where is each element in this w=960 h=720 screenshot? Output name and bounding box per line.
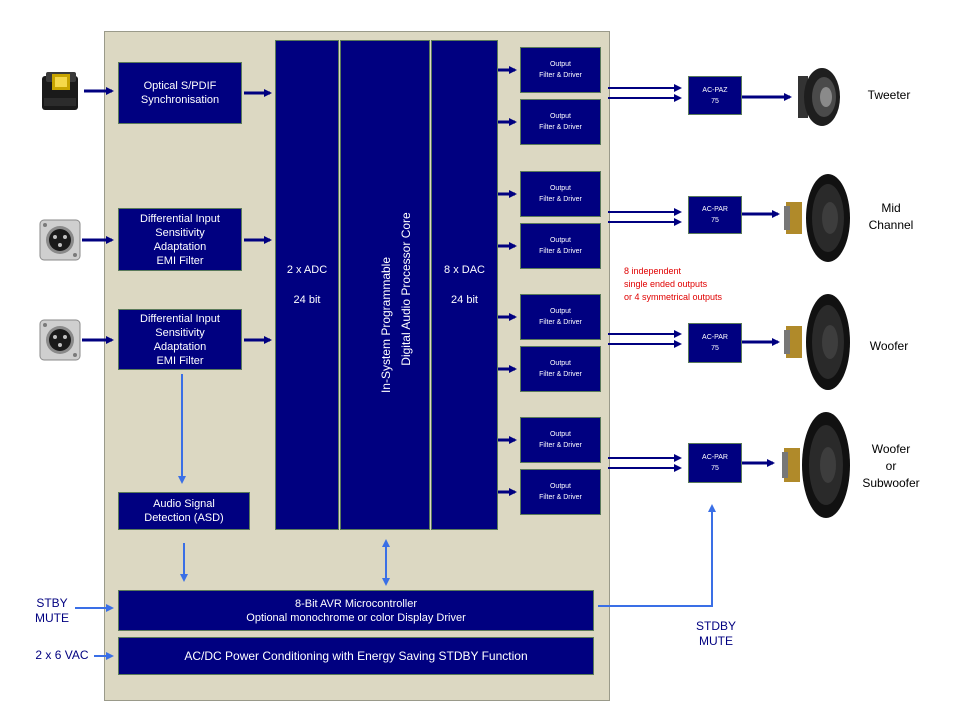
vac-input-label: 2 x 6 VAC [35, 648, 89, 662]
output-filter-5: Output Filter & Driver [520, 294, 601, 340]
output-filter-4: Output Filter & Driver [520, 223, 601, 269]
amplifier-4: AC-PAR 75 [688, 443, 742, 483]
amplifier-3: AC-PAR 75 [688, 323, 742, 363]
amplifier-2: AC-PAR 75 [688, 196, 742, 234]
dsp-label-line1: In-System Programmable [379, 256, 393, 394]
avr-microcontroller-block: 8-Bit AVR Microcontroller Optional monoc… [118, 590, 594, 631]
adc-bits-label: 24 bit [293, 294, 321, 306]
output-filter-3: Output Filter & Driver [520, 171, 601, 217]
woofer-speaker-icon [784, 294, 850, 390]
speaker-label-subwoofer: Woofer or Subwoofer [862, 442, 920, 490]
output-filter-1: Output Filter & Driver [520, 47, 601, 93]
output-filter-8: Output Filter & Driver [520, 469, 601, 515]
dac-label: 8 x DAC [444, 264, 485, 276]
stby-mute-output-label: STDBY MUTE [695, 619, 736, 648]
outputs-note: 8 independent single ended outputs or 4 … [624, 266, 723, 302]
dsp-core-block: In-System Programmable Digital Audio Pro… [340, 40, 430, 530]
optical-spdif-block: Optical S/PDIF Synchronisation [118, 62, 242, 124]
mid-speaker-icon [784, 174, 850, 262]
output-filter-2: Output Filter & Driver [520, 99, 601, 145]
dac-bits-label: 24 bit [451, 294, 478, 306]
output-filter-6: Output Filter & Driver [520, 346, 601, 392]
speaker-label-woofer: Woofer [869, 339, 909, 353]
speaker-label-mid: Mid Channel [868, 201, 914, 232]
xlr-connector-icon-1 [39, 219, 81, 261]
differential-input-block-1: Differential Input Sensitivity Adaptatio… [118, 208, 242, 271]
tweeter-speaker-icon [798, 68, 840, 126]
speaker-label-tweeter: Tweeter [867, 88, 911, 102]
dsp-label-line2: Digital Audio Processor Core [399, 212, 413, 366]
amplifier-1: AC-PAZ 75 [688, 76, 742, 115]
power-conditioning-block: AC/DC Power Conditioning with Energy Sav… [118, 637, 594, 675]
output-filter-7: Output Filter & Driver [520, 417, 601, 463]
adc-block: 2 x ADC 24 bit [275, 40, 339, 530]
optical-connector-icon [42, 72, 78, 110]
stby-mute-input-label: STBY MUTE [35, 596, 69, 625]
differential-input-block-2: Differential Input Sensitivity Adaptatio… [118, 309, 242, 370]
subwoofer-speaker-icon [782, 412, 850, 518]
adc-label: 2 x ADC [286, 264, 328, 276]
audio-signal-detection-block: Audio Signal Detection (ASD) [118, 492, 250, 530]
xlr-connector-icon-2 [39, 319, 81, 361]
dac-block: 8 x DAC 24 bit [431, 40, 498, 530]
